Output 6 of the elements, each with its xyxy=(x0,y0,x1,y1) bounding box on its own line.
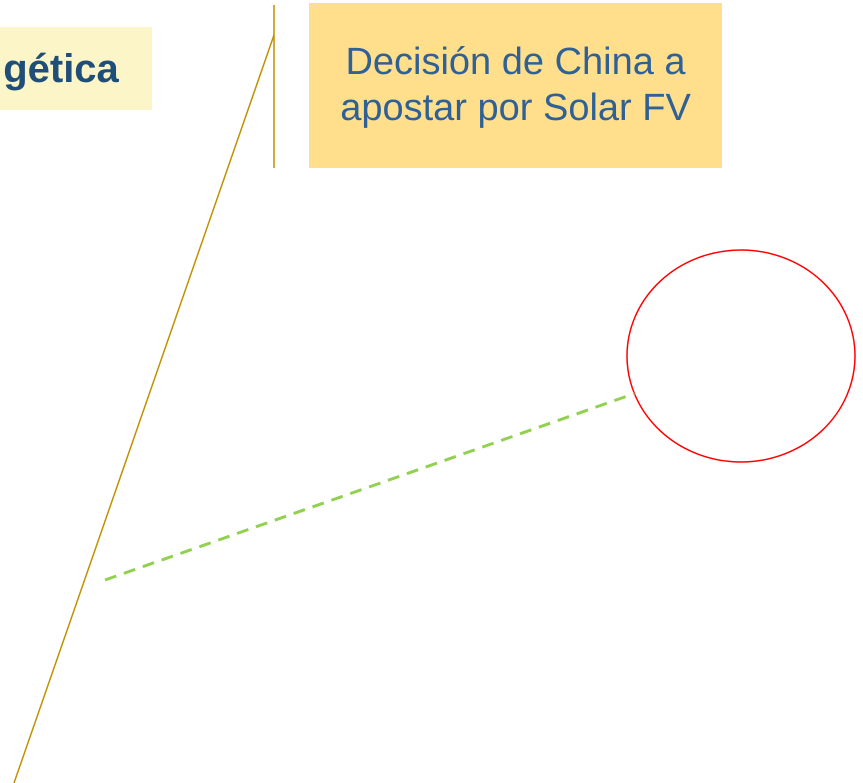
title-text: gética xyxy=(3,46,119,92)
highlight-circle xyxy=(626,249,856,463)
note-text: Decisión de China a apostar por Solar FV xyxy=(339,40,692,130)
dashed-connector xyxy=(104,392,635,582)
note-box xyxy=(309,3,722,168)
title-banner xyxy=(0,27,152,110)
